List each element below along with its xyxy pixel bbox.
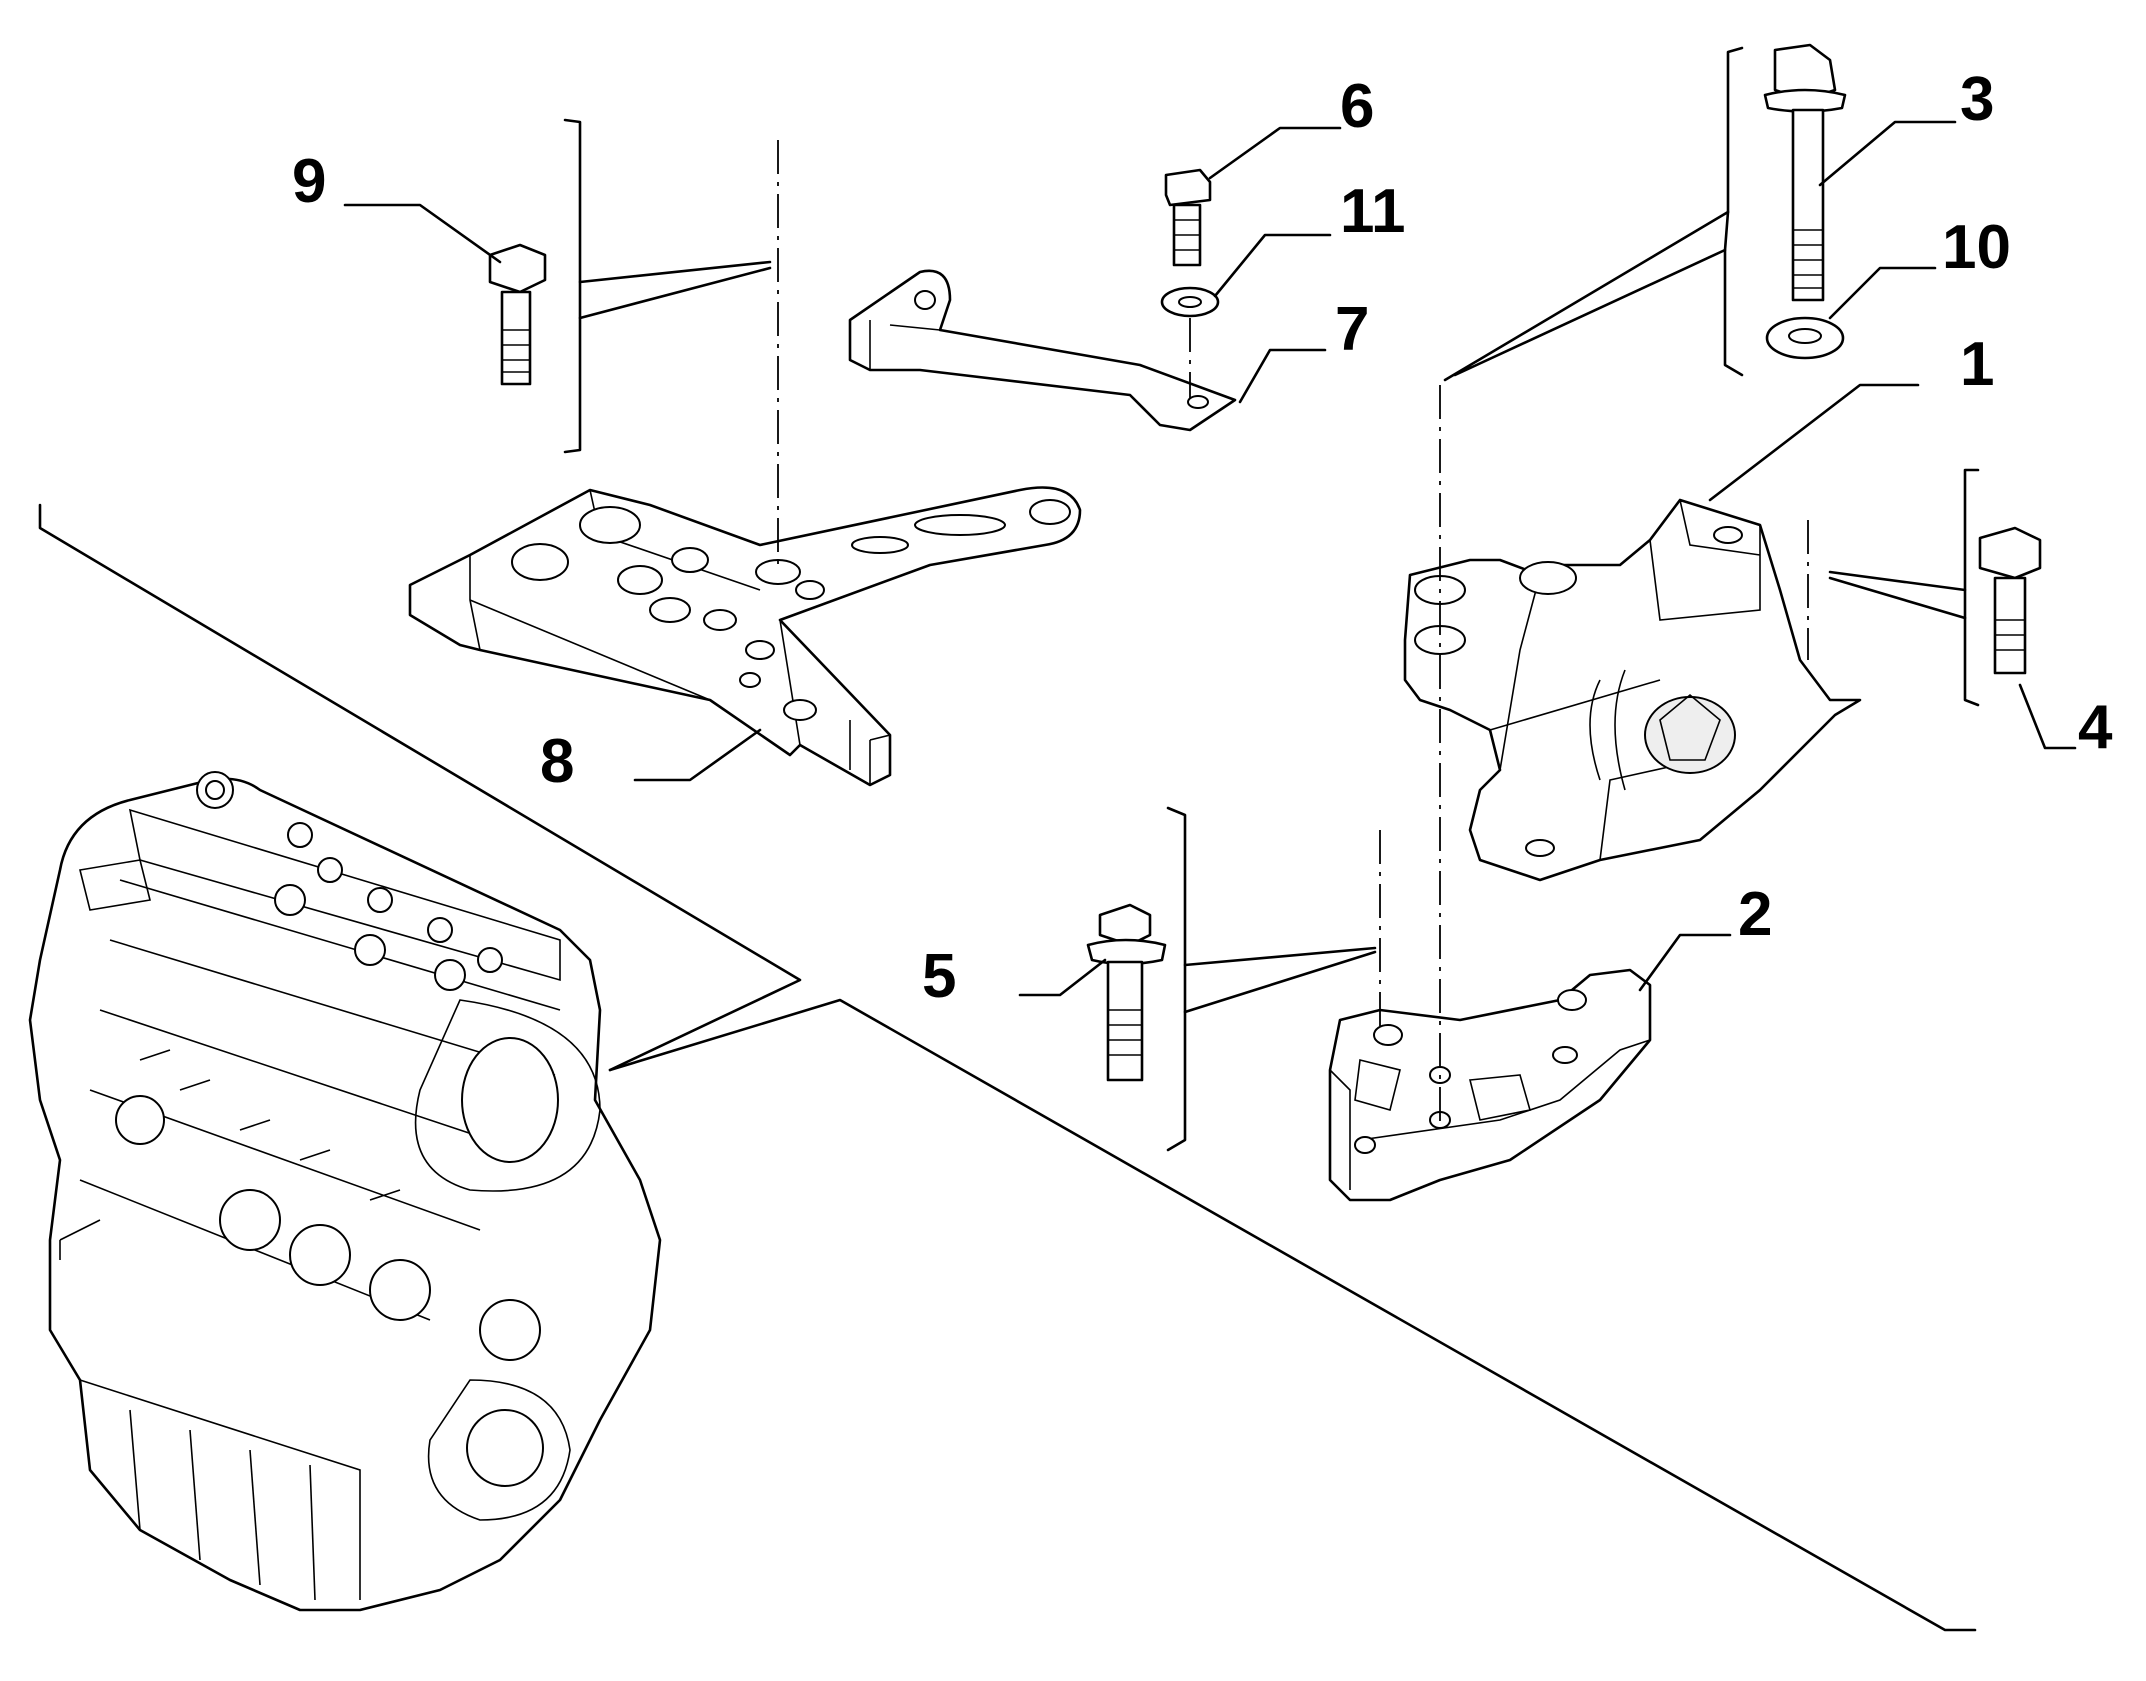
callout-3: 3 xyxy=(1960,65,1994,134)
engine-bracket-line xyxy=(38,503,1977,1632)
part-8-support-bracket xyxy=(408,486,1082,787)
assembly-axis-lines xyxy=(777,140,1809,1125)
part-1-engine-mount xyxy=(1403,498,1862,882)
callout-2: 2 xyxy=(1738,880,1772,949)
callout-6: 6 xyxy=(1340,72,1374,141)
part-7-arm-bracket xyxy=(848,269,1237,432)
callout-11: 11 xyxy=(1340,177,1406,246)
callout-5: 5 xyxy=(922,942,956,1011)
callout-4: 4 xyxy=(2078,693,2113,762)
leader-lines xyxy=(343,120,2077,997)
callout-labels: 1 2 3 4 5 6 7 8 9 10 11 xyxy=(292,65,2113,1011)
part-2-mounting-plate xyxy=(1328,968,1652,1202)
part-5-bolt xyxy=(1086,903,1167,1082)
callout-1: 1 xyxy=(1960,330,1994,399)
part-11-washer xyxy=(1160,286,1220,318)
engine-block xyxy=(28,771,662,1612)
part-9-bolt xyxy=(488,243,547,386)
callout-10: 10 xyxy=(1942,213,2011,282)
callout-7: 7 xyxy=(1335,295,1369,364)
part-4-bolt xyxy=(1978,526,2042,675)
callout-8: 8 xyxy=(540,727,574,796)
callout-9: 9 xyxy=(292,147,326,216)
grouping-brackets xyxy=(563,46,1980,1152)
part-10-washer xyxy=(1765,316,1845,360)
part-6-small-bolt xyxy=(1164,168,1212,267)
part-3-long-bolt xyxy=(1763,43,1847,302)
